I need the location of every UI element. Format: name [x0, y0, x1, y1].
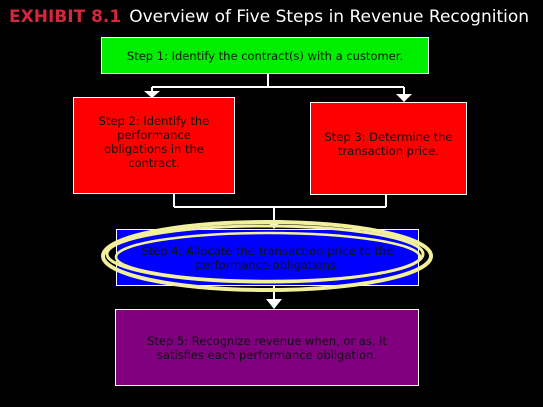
step-4-label: Step 4: Allocate the transaction price t…	[141, 243, 394, 272]
step-3-box: Step 3: Determine the transaction price.	[310, 102, 467, 195]
merge-connector	[173, 194, 387, 221]
step-2-label: Step 2: Identify the performance obligat…	[98, 114, 210, 170]
split-connector	[151, 74, 405, 96]
step-3-label: Step 3: Determine the transaction price.	[324, 130, 453, 158]
page-title: Overview of Five Steps in Revenue Recogn…	[129, 7, 530, 27]
step-2-box: Step 2: Identify the performance obligat…	[73, 97, 235, 194]
exhibit-title: EXHIBIT 8.1 Overview of Five Steps in Rev…	[9, 5, 529, 29]
arrow-to-step-4	[266, 220, 282, 229]
arrow-to-step-5	[266, 299, 282, 309]
step-1-box: Step 1: Identify the contract(s) with a …	[101, 37, 429, 74]
arrow-to-step-3	[396, 94, 412, 102]
exhibit-label: EXHIBIT 8.1	[9, 7, 122, 27]
step-5-box: Step 5: Recognize revenue when, or as, i…	[115, 309, 419, 386]
step-5-label: Step 5: Recognize revenue when, or as, i…	[147, 333, 387, 362]
step-4-box: Step 4: Allocate the transaction price t…	[116, 229, 419, 286]
step-1-label: Step 1: Identify the contract(s) with a …	[126, 48, 404, 63]
